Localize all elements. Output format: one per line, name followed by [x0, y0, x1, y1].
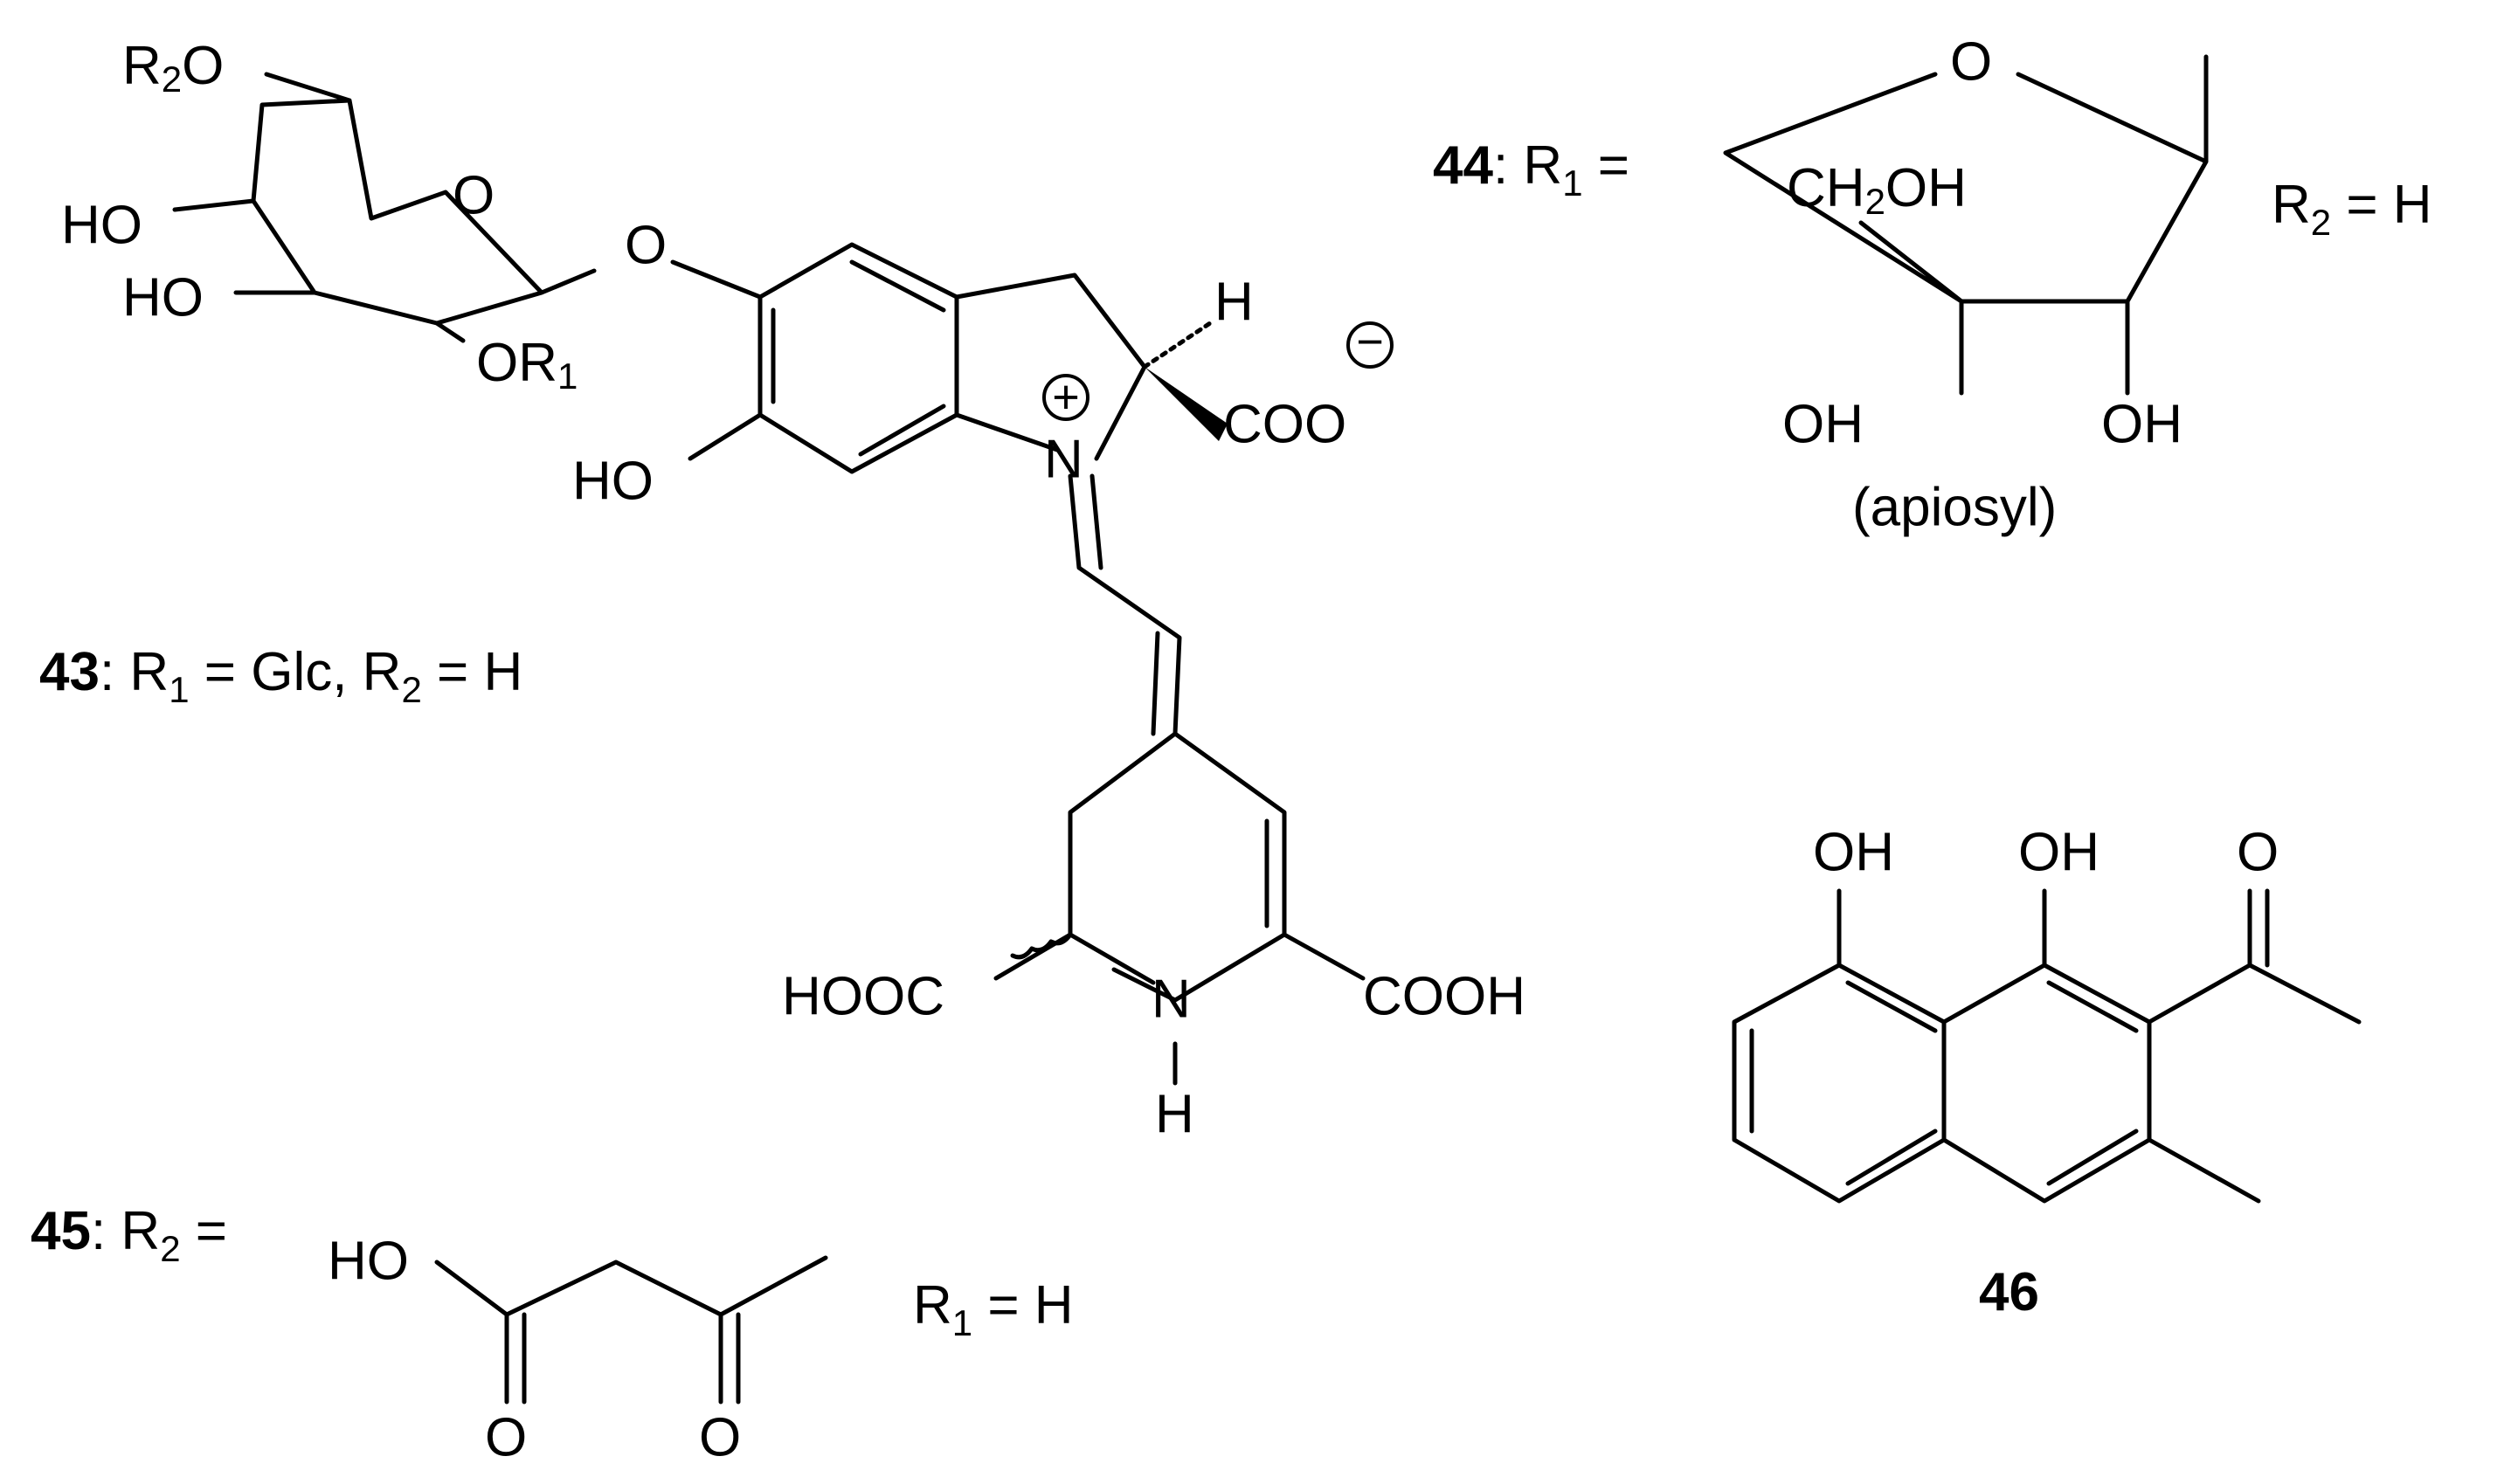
nh-hydrogen: H	[1155, 1084, 1194, 1144]
wavy-bond	[1010, 932, 1073, 960]
apiosyl-ring-oxygen: O	[1950, 31, 1992, 92]
plus-charge: +	[1052, 370, 1080, 423]
plus-charge-circle	[1042, 374, 1089, 421]
apiosyl-oh-1: OH	[1782, 394, 1864, 454]
minus-charge-circle	[1346, 321, 1394, 369]
hooc-label: HOOC	[782, 966, 944, 1026]
apiosyl-ring-bonds	[1723, 54, 2209, 396]
coo-wedge	[1145, 367, 1228, 441]
dihydropyridine-ring: HOOC N H COOH	[782, 731, 1525, 1144]
acetoacetyl-bonds	[434, 1255, 828, 1405]
acetoacetyl-o-2: O	[699, 1407, 741, 1467]
or1-label: OR1	[476, 333, 578, 397]
apiosyl-name: (apiosyl)	[1852, 477, 2057, 537]
acetyl-oxygen: O	[2237, 822, 2279, 882]
ho-glucose-2: HO	[122, 267, 204, 328]
oh-aryl-bond	[688, 412, 763, 461]
ring-oxygen: O	[453, 165, 495, 225]
acetoacetyl-o-1: O	[485, 1407, 527, 1467]
caption-45-r1: R1 = H	[913, 1275, 1074, 1343]
caption-44: 44: R1 =	[1433, 135, 1629, 204]
carboxylate-label: COO	[1223, 394, 1346, 454]
ho-aryl-label: HO	[572, 451, 654, 511]
naphthalene-structure: OH OH O	[1732, 822, 2362, 1204]
dihydropyridine-bonds	[993, 731, 1366, 1003]
caption-43: 43: R1 = Glc, R2 = H	[39, 642, 522, 710]
apiosyl-structure: O CH2OH OH OH (apiosyl)	[1723, 31, 2209, 537]
ho-glucose-1: HO	[61, 195, 142, 255]
h-hashed-bond	[1142, 321, 1213, 369]
betalain-core: H N + COO − HO	[572, 242, 1394, 736]
naphthalene-bonds	[1732, 888, 2362, 1204]
glucose-ring-bonds	[172, 72, 597, 343]
naphthalene-oh-1: OH	[1813, 822, 1894, 882]
benzene-ring-bonds	[670, 242, 959, 474]
minus-charge: −	[1356, 315, 1384, 368]
acetoacetyl-structure: HO O O	[328, 1231, 828, 1467]
glycosidic-oxygen: O	[625, 215, 667, 275]
stereo-h: H	[1214, 272, 1254, 332]
ch2oh-label: CH2OH	[1787, 158, 1967, 222]
imine-chain	[1068, 473, 1182, 736]
apiosyl-oh-2: OH	[2101, 394, 2182, 454]
five-ring-bonds	[954, 273, 1147, 461]
glucose-ring: R2O HO O HO OR1 O	[61, 36, 667, 397]
caption-44-r2: R2 = H	[2272, 175, 2432, 243]
caption-46: 46	[1979, 1262, 2039, 1322]
nh-nitrogen: N	[1152, 969, 1191, 1029]
n-plus-atom: N	[1044, 429, 1083, 489]
r2o-label: R2O	[122, 36, 224, 100]
caption-45: 45: R2 =	[31, 1201, 227, 1269]
cooh-label: COOH	[1363, 966, 1525, 1026]
acetoacetyl-ho: HO	[328, 1231, 409, 1291]
naphthalene-oh-2: OH	[2018, 822, 2099, 882]
